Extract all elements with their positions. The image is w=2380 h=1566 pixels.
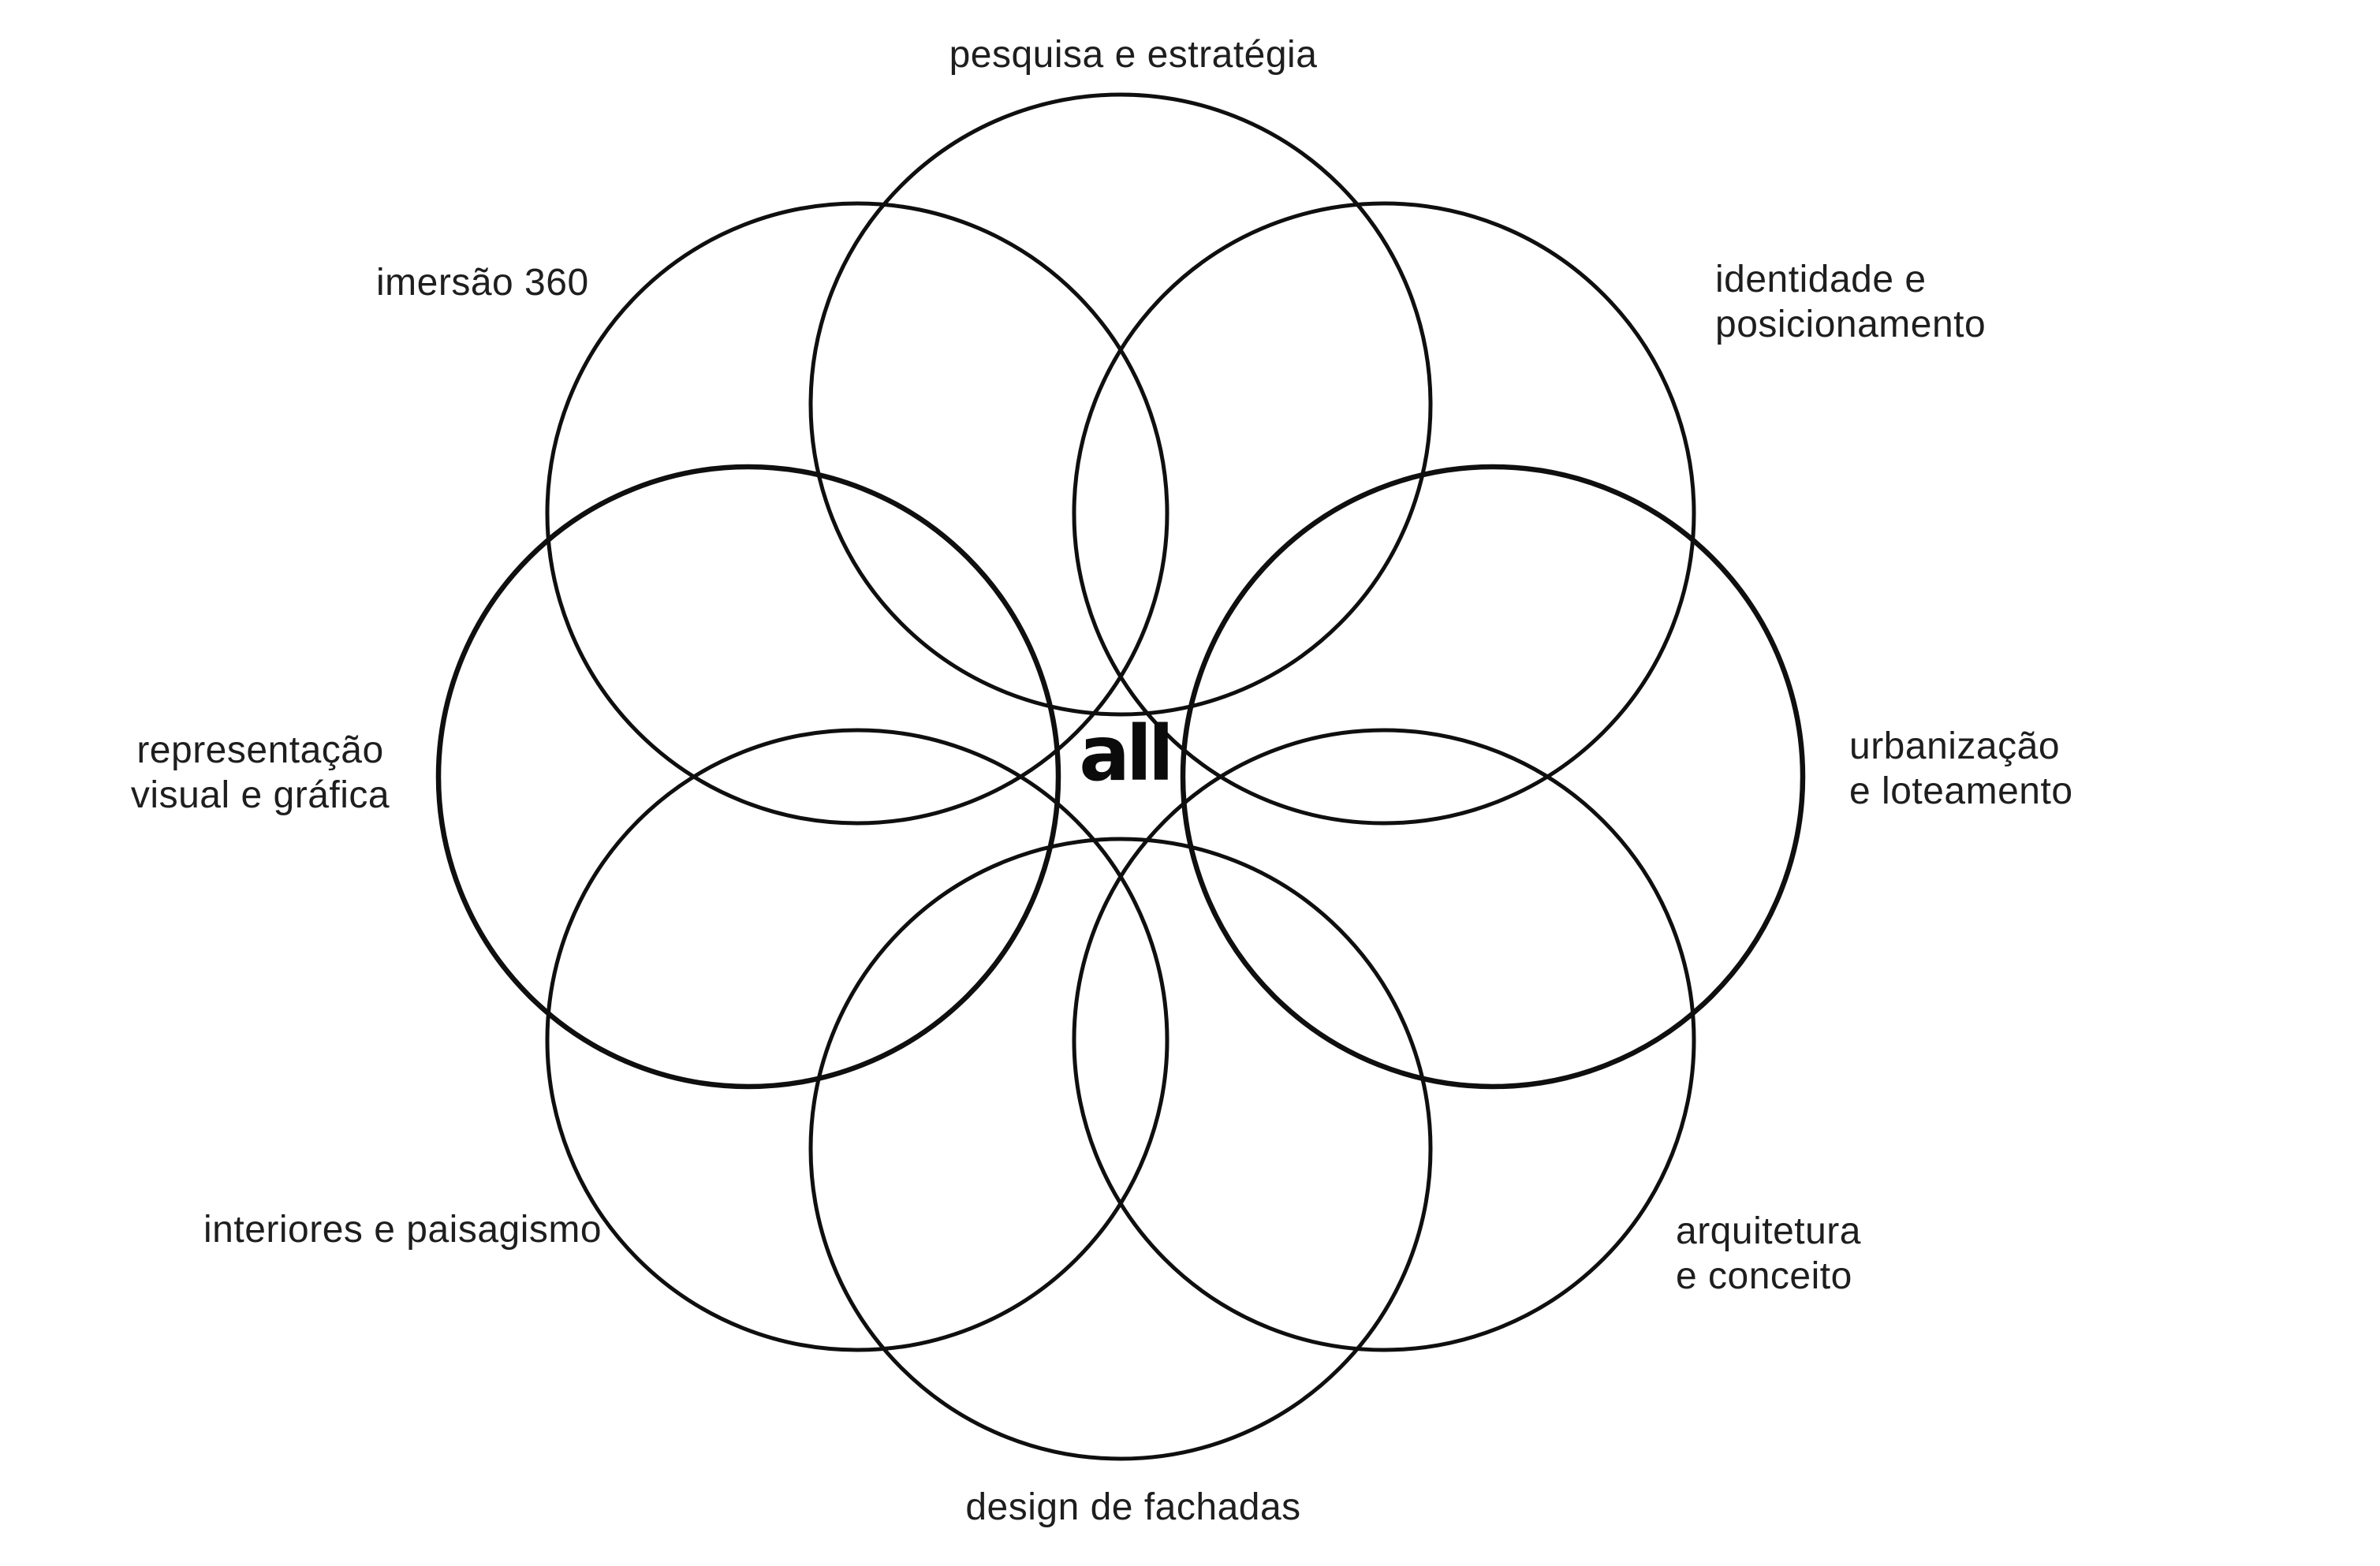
circle-north bbox=[808, 92, 1433, 717]
label-line: identidade e bbox=[1715, 259, 1927, 300]
circle-south-west bbox=[545, 728, 1169, 1352]
label-line: urbanização bbox=[1849, 725, 2061, 767]
label-pesquisa-e-estrategia: pesquisa e estratégia bbox=[936, 32, 1330, 77]
label-line: arquitetura bbox=[1676, 1210, 1861, 1252]
circle-south-east bbox=[1072, 728, 1696, 1352]
label-interiores-e-paisagismo: interiores e paisagismo bbox=[203, 1207, 602, 1252]
label-imersao-360: imersão 360 bbox=[376, 260, 589, 305]
label-representacao-visual-e-grafica: representação visual e gráfica bbox=[87, 728, 434, 818]
label-design-de-fachadas: design de fachadas bbox=[897, 1485, 1370, 1530]
label-line: visual e gráfica bbox=[130, 774, 390, 816]
circle-north-east bbox=[1072, 201, 1696, 826]
label-line: design de fachadas bbox=[965, 1486, 1301, 1528]
circle-north-west bbox=[545, 201, 1169, 826]
circle-east bbox=[1180, 464, 1806, 1090]
circle-west bbox=[435, 464, 1061, 1090]
label-line: posicionamento bbox=[1715, 304, 1986, 345]
label-line: e loteamento bbox=[1849, 770, 2073, 812]
circle-south bbox=[808, 837, 1433, 1461]
label-line: pesquisa e estratégia bbox=[949, 34, 1318, 76]
label-identidade-e-posicionamento: identidade e posicionamento bbox=[1715, 257, 1986, 347]
label-line: imersão 360 bbox=[376, 262, 589, 304]
label-line: e conceito bbox=[1676, 1255, 1852, 1297]
label-line: representação bbox=[136, 729, 384, 771]
label-line: interiores e paisagismo bbox=[203, 1209, 602, 1251]
center-logo-all: all bbox=[1079, 710, 1174, 798]
label-arquitetura-e-conceito: arquitetura e conceito bbox=[1676, 1209, 1861, 1299]
label-urbanizacao-e-loteamento: urbanização e loteamento bbox=[1849, 724, 2073, 814]
